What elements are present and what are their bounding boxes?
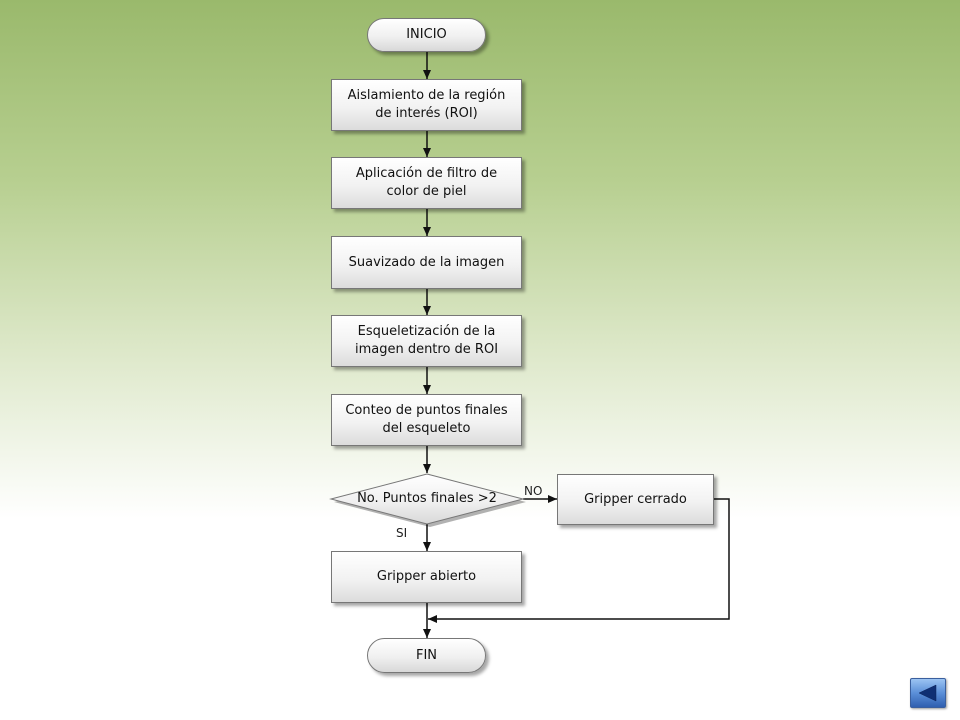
step-roi-isolation: Aislamiento de la región de interés (ROI… [331, 79, 522, 131]
no-edge-label: NO [524, 484, 543, 498]
gripper-open-label: Gripper abierto [376, 569, 477, 584]
line-no-branch-to-end [428, 498, 730, 623]
step-label: Aplicación de filtro de color de piel [355, 166, 498, 199]
end-terminal: FIN [367, 638, 486, 673]
step-label: Aislamiento de la región de interés (ROI… [347, 88, 506, 121]
step-label: Suavizado de la imagen [348, 254, 505, 270]
step-label: Esqueletización de la imagen dentro de R… [354, 324, 499, 357]
back-nav-button[interactable] [910, 678, 946, 708]
gripper-closed-label: Gripper cerrado [584, 491, 687, 507]
step-skeletonization: Esqueletización de la imagen dentro de R… [331, 315, 522, 367]
back-arrow-icon [918, 684, 937, 702]
decision-label-box: No. Puntos finales >2 [331, 474, 523, 524]
step-image-smoothing: Suavizado de la imagen [331, 236, 522, 289]
step-label: Conteo de puntos finales del esqueleto [345, 403, 508, 436]
yes-edge-label: SI [396, 526, 408, 540]
step-skin-color-filter: Aplicación de filtro de color de piel [331, 157, 522, 209]
start-label: INICIO [406, 27, 447, 42]
start-terminal: INICIO [367, 18, 486, 52]
gripper-open-box: Gripper abierto [331, 551, 522, 603]
gripper-closed-box: Gripper cerrado [557, 474, 714, 525]
end-label: FIN [415, 647, 438, 663]
decision-label: No. Puntos finales >2 [357, 491, 497, 506]
decision-diamond [329, 473, 526, 527]
step-endpoint-count: Conteo de puntos finales del esqueleto [331, 394, 522, 446]
